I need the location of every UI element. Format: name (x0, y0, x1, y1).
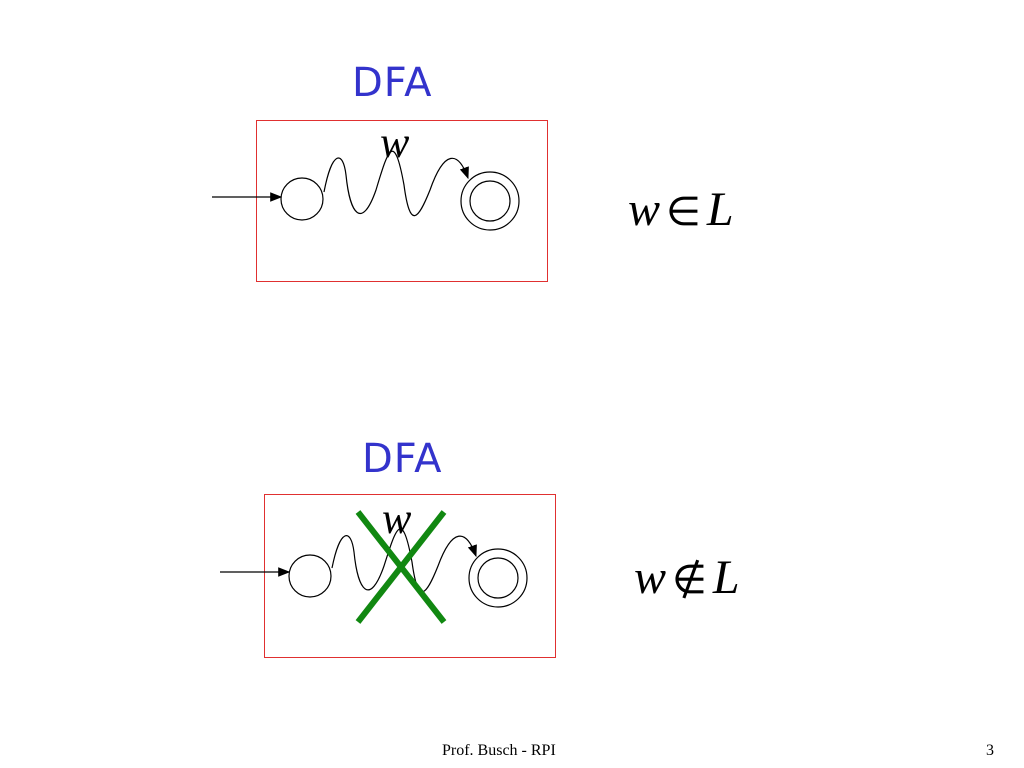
membership-var-1: w (628, 183, 661, 236)
string-path-1 (323, 150, 469, 217)
start-state-2 (288, 554, 332, 598)
membership-op-2: ∉ (672, 557, 707, 602)
rejection-cross (355, 510, 447, 624)
membership-expression-1: w∈L (628, 182, 734, 237)
string-label-2: w (382, 494, 412, 543)
membership-expression-2: w∉L (634, 550, 740, 605)
string-label-1: w (380, 118, 410, 167)
membership-var-2: w (634, 551, 667, 604)
footer-author: Prof. Busch - RPI (442, 742, 556, 759)
page-number: 3 (986, 742, 994, 759)
membership-op-1: ∈ (666, 189, 701, 234)
start-state-1 (280, 177, 324, 221)
membership-set-1: L (706, 183, 734, 236)
string-path-2 (331, 528, 477, 593)
dfa-title-1: DFA (352, 60, 433, 106)
membership-set-2: L (712, 551, 740, 604)
dfa-title-2: DFA (362, 436, 443, 482)
accept-state-2 (468, 548, 528, 608)
accept-state-1 (460, 171, 520, 231)
